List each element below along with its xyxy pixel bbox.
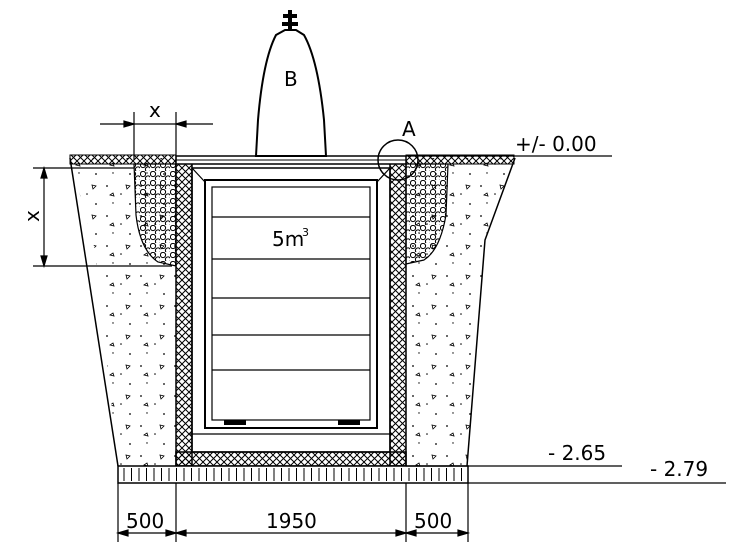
label-a: A: [402, 117, 416, 141]
base-foundation: [117, 465, 469, 484]
dim-center-width: 1950: [266, 509, 317, 533]
tank-shell: [175, 155, 407, 467]
dim-widths: [115, 483, 471, 542]
inner-container: [190, 179, 392, 435]
elevation-ground-label: +/- 0.00: [515, 132, 597, 156]
cover-b: B: [254, 10, 328, 157]
detail-a-marker: A: [377, 117, 419, 181]
elevation-floor-label: - 2.65: [548, 441, 606, 465]
gravel-right: [405, 163, 449, 265]
volume-exponent: 3: [302, 226, 309, 239]
dim-x-vertical-label: x: [20, 210, 44, 222]
elevation-base-label: - 2.79: [650, 457, 708, 481]
dim-x-vertical: [33, 165, 172, 269]
dim-left-width: 500: [126, 509, 164, 533]
volume-label: 5m: [272, 227, 304, 251]
label-b: B: [284, 67, 298, 91]
dim-x-horizontal-label: x: [149, 98, 161, 122]
gravel-left: [133, 163, 177, 267]
dim-x-horizontal: [100, 112, 213, 160]
dim-right-width: 500: [414, 509, 452, 533]
